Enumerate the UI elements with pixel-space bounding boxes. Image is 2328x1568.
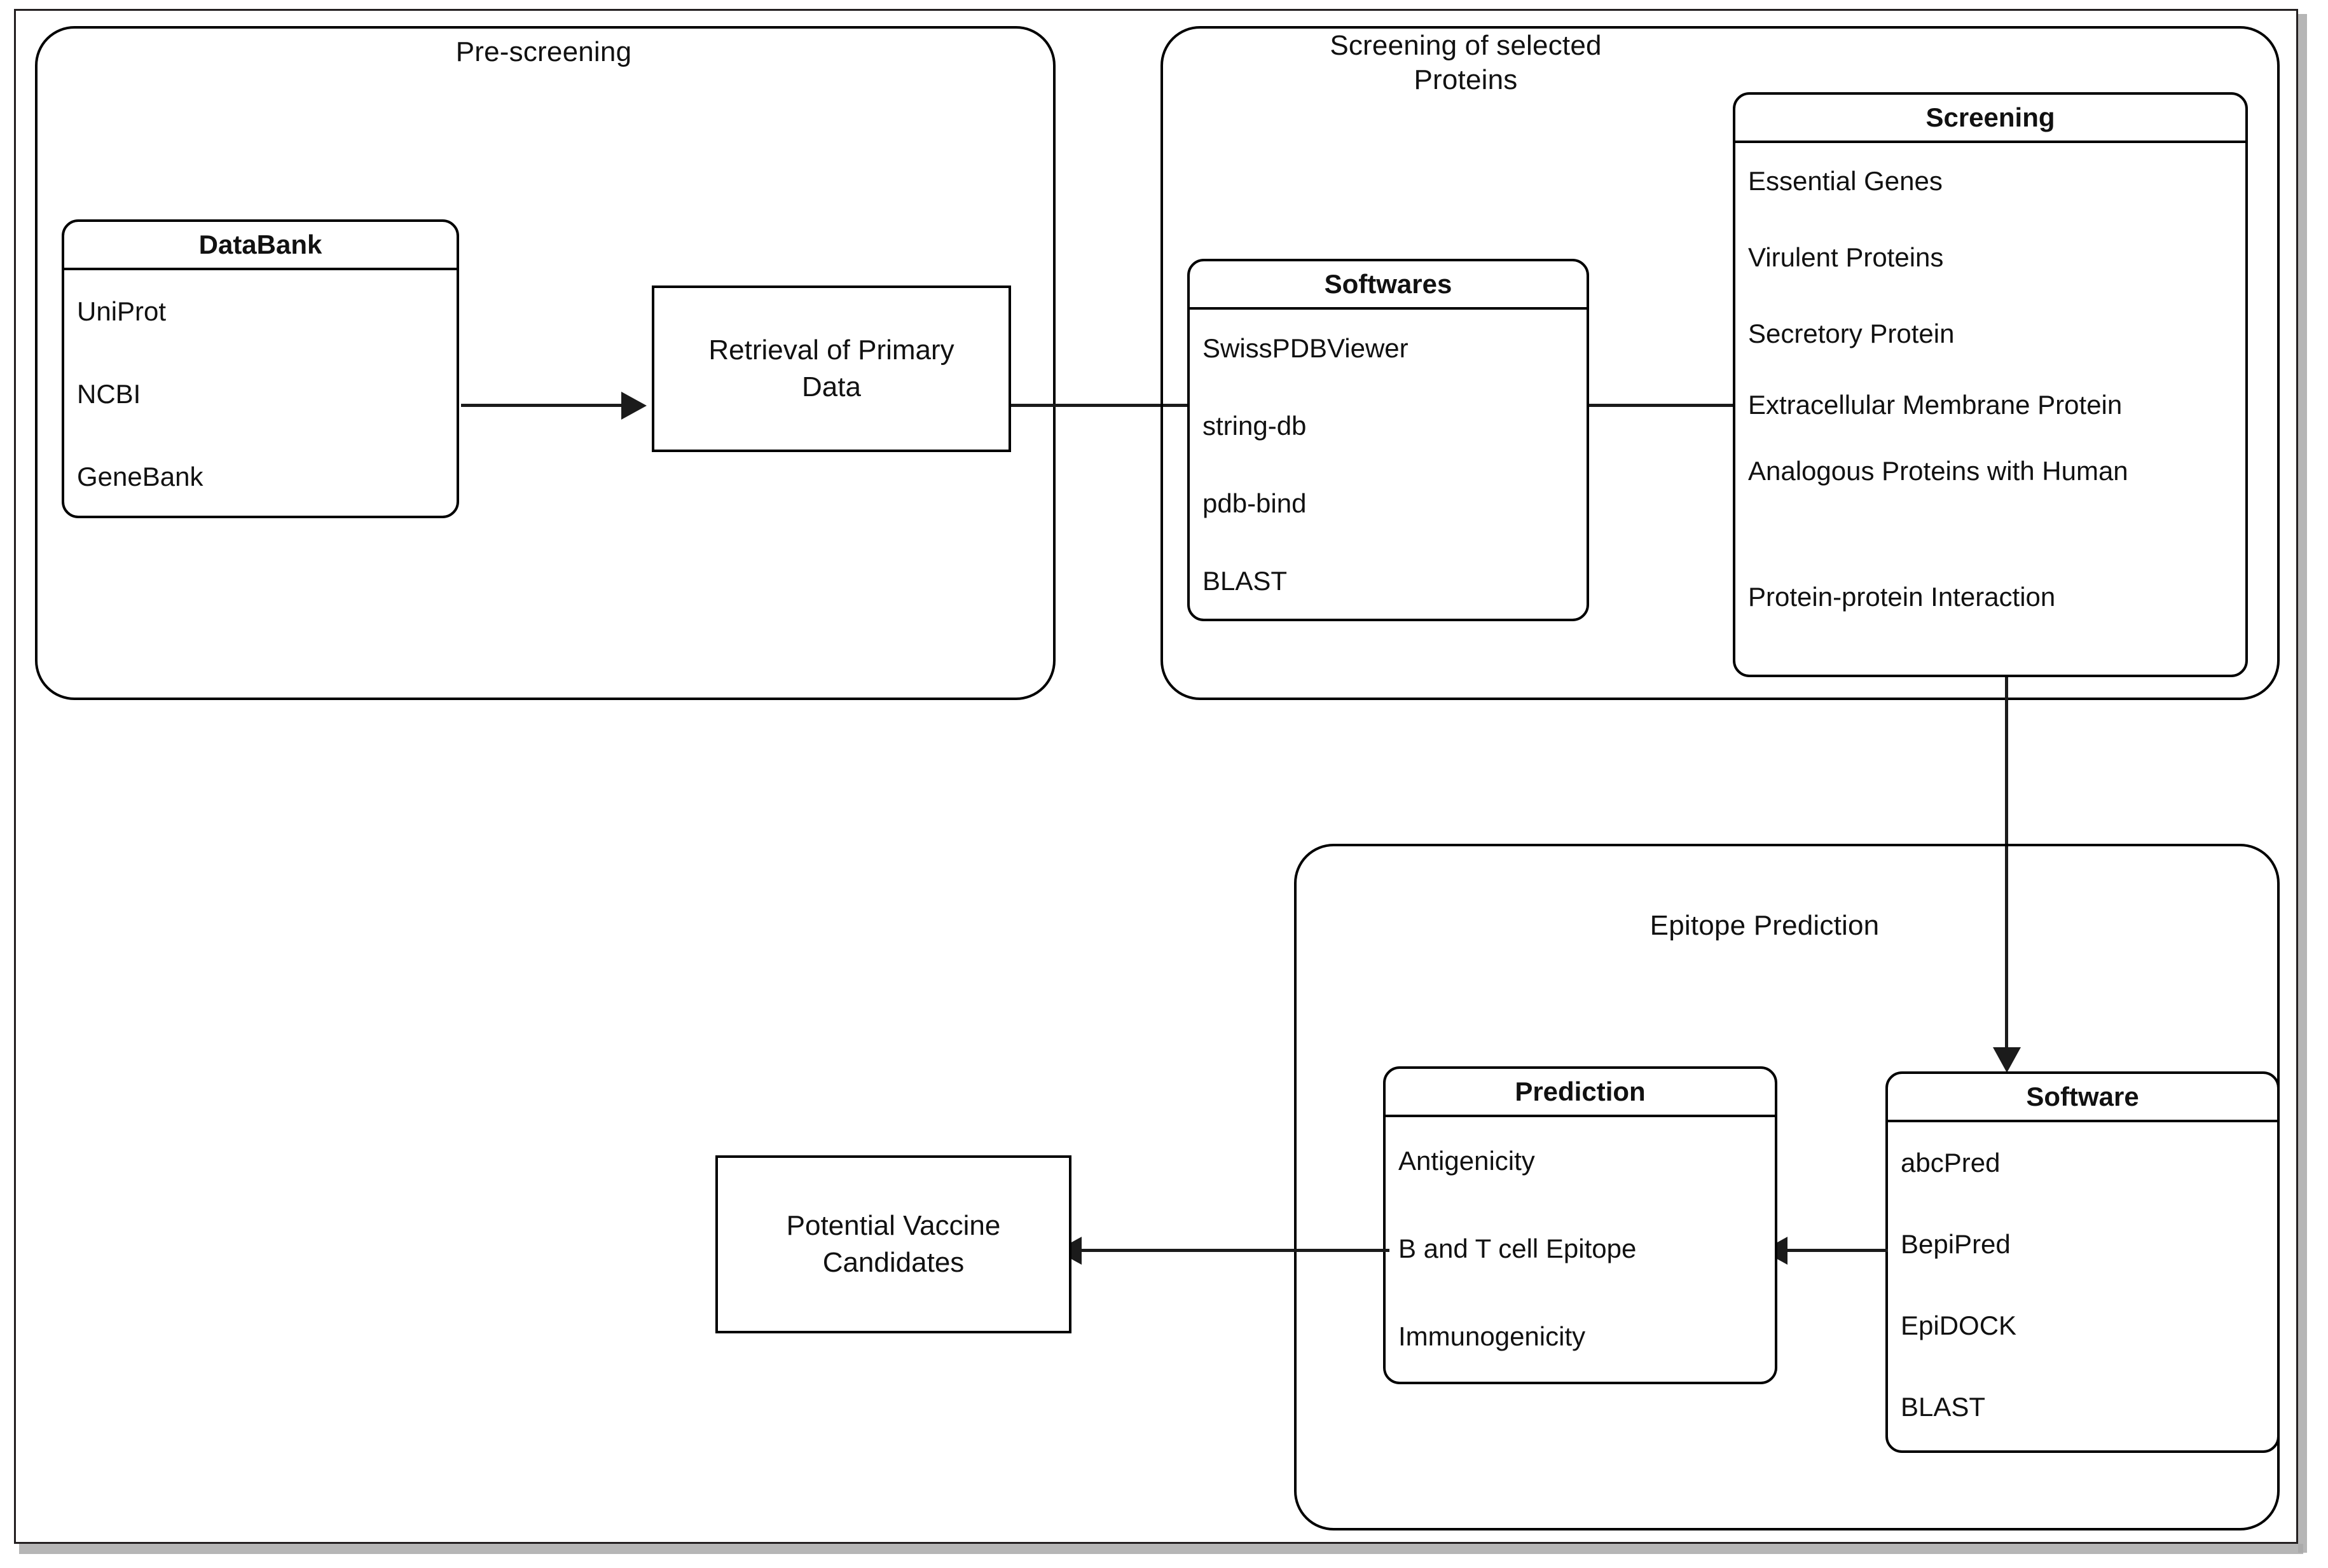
list-item: GeneBank <box>77 462 203 492</box>
list-item: Immunogenicity <box>1398 1321 1586 1351</box>
list-item: SwissPDBViewer <box>1202 333 1409 363</box>
list-item: Essential Genes <box>1748 166 1943 196</box>
prediction-title: Prediction <box>1386 1069 1775 1117</box>
databank-box: DataBank UniProt NCBI GeneBank <box>62 219 459 518</box>
arrow-software-to-prediction <box>1758 1236 1892 1265</box>
list-item: Secretory Protein <box>1748 319 1955 348</box>
list-item: B and T cell Epitope <box>1398 1234 1637 1263</box>
list-item: NCBI <box>77 379 141 409</box>
databank-title: DataBank <box>64 222 457 270</box>
potential-vaccine-candidates-box: Potential Vaccine Candidates <box>715 1155 1071 1333</box>
retrieval-of-primary-data-box: Retrieval of Primary Data <box>652 285 1011 452</box>
panel-screening-of-selected-proteins-title: Screening of selected Proteins <box>1330 30 1602 95</box>
list-item: BLAST <box>1901 1392 1986 1422</box>
software-items: abcPred BepiPred EpiDOCK BLAST <box>1888 1122 2277 1448</box>
arrow-databank-to-retrieval <box>461 391 652 420</box>
screening-items: Essential Genes Virulent Proteins Secret… <box>1735 143 2245 624</box>
prediction-items: Antigenicity B and T cell Epitope Immuno… <box>1386 1117 1775 1380</box>
list-item: Virulent Proteins <box>1748 242 1944 272</box>
prediction-box: Prediction Antigenicity B and T cell Epi… <box>1383 1066 1777 1384</box>
software-box: Software abcPred BepiPred EpiDOCK BLAST <box>1885 1071 2280 1453</box>
softwares-items: SwissPDBViewer string-db pdb-bind BLAST <box>1190 310 1587 619</box>
arrow-screening-to-software <box>1992 677 2022 1075</box>
softwares-box: Softwares SwissPDBViewer string-db pdb-b… <box>1187 259 1589 621</box>
software-title: Software <box>1888 1074 2277 1122</box>
panel-screening-of-selected-proteins <box>1161 26 2280 700</box>
figure-outer-frame: Pre-screening DataBank UniProt NCBI Gene… <box>14 9 2298 1544</box>
panel-pre-screening <box>35 26 1056 700</box>
figure-drop-shadow-right <box>2298 14 2307 1553</box>
arrow-prediction-to-candidates <box>1052 1236 1389 1265</box>
screening-title: Screening <box>1735 95 2245 143</box>
list-item: Analogous Proteins with Human <box>1748 456 2128 486</box>
list-item: Antigenicity <box>1398 1146 1535 1176</box>
list-item: BepiPred <box>1901 1229 2011 1259</box>
list-item: EpiDOCK <box>1901 1310 2017 1340</box>
list-item: BLAST <box>1202 566 1288 596</box>
panel-pre-screening-title: Pre-screening <box>455 36 632 67</box>
databank-items: UniProt NCBI GeneBank <box>64 270 457 516</box>
list-item: Protein-protein Interaction <box>1748 582 2056 612</box>
list-item: Extracellular Membrane Protein <box>1748 390 2123 420</box>
list-item: pdb-bind <box>1202 488 1307 518</box>
figure-drop-shadow-bottom <box>19 1544 2303 1554</box>
panel-epitope-prediction-title: Epitope Prediction <box>1650 910 1880 941</box>
list-item: abcPred <box>1901 1148 2001 1178</box>
screening-box: Screening Essential Genes Virulent Prote… <box>1733 92 2248 677</box>
list-item: UniProt <box>77 296 167 326</box>
list-item: string-db <box>1202 411 1307 441</box>
softwares-title: Softwares <box>1190 261 1587 310</box>
